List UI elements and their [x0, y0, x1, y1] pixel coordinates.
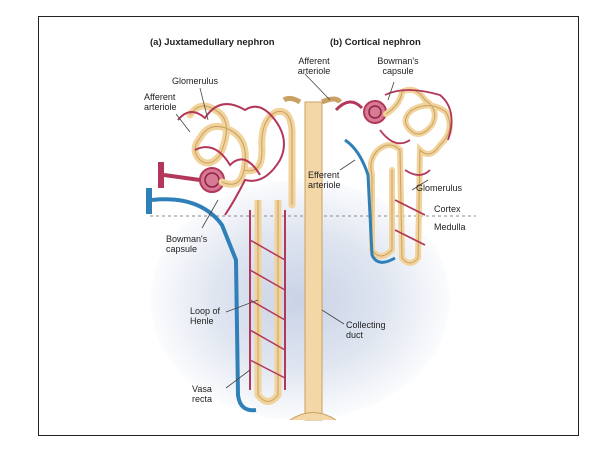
- label-bowmans-capsule-a: Bowman's capsule: [166, 234, 210, 254]
- afferent-arteriole-a: [164, 175, 200, 180]
- glomerulus-b: [364, 101, 386, 123]
- artery-stub-red: [158, 162, 164, 188]
- efferent-vessel-blue: [152, 199, 256, 410]
- collecting-duct: [305, 102, 322, 420]
- label-glomerulus-b: Glomerulus: [416, 183, 462, 193]
- afferent-arteriole-b: [336, 102, 362, 110]
- label-afferent-arteriole-a: Afferent arteriole: [144, 92, 186, 112]
- title-cortical: (b) Cortical nephron: [330, 38, 421, 48]
- label-loop-of-henle: Loop of Henle: [190, 306, 228, 326]
- label-vasa-recta: Vasa recta: [192, 384, 226, 404]
- label-glomerulus-a: Glomerulus: [172, 76, 218, 86]
- label-efferent-arteriole: Efferent arteriole: [308, 170, 350, 190]
- label-afferent-arteriole-b: Afferent arteriole: [290, 56, 338, 76]
- artery-stub-blue: [146, 188, 152, 214]
- label-collecting-duct: Collecting duct: [346, 320, 388, 340]
- title-juxtamedullary: (a) Juxtamedullary nephron: [150, 38, 275, 48]
- label-medulla: Medulla: [434, 222, 466, 232]
- label-cortex: Cortex: [434, 204, 461, 214]
- collecting-duct-branch: [284, 98, 340, 102]
- label-bowmans-capsule-b: Bowman's capsule: [374, 56, 422, 76]
- loop-of-henle: [258, 200, 278, 402]
